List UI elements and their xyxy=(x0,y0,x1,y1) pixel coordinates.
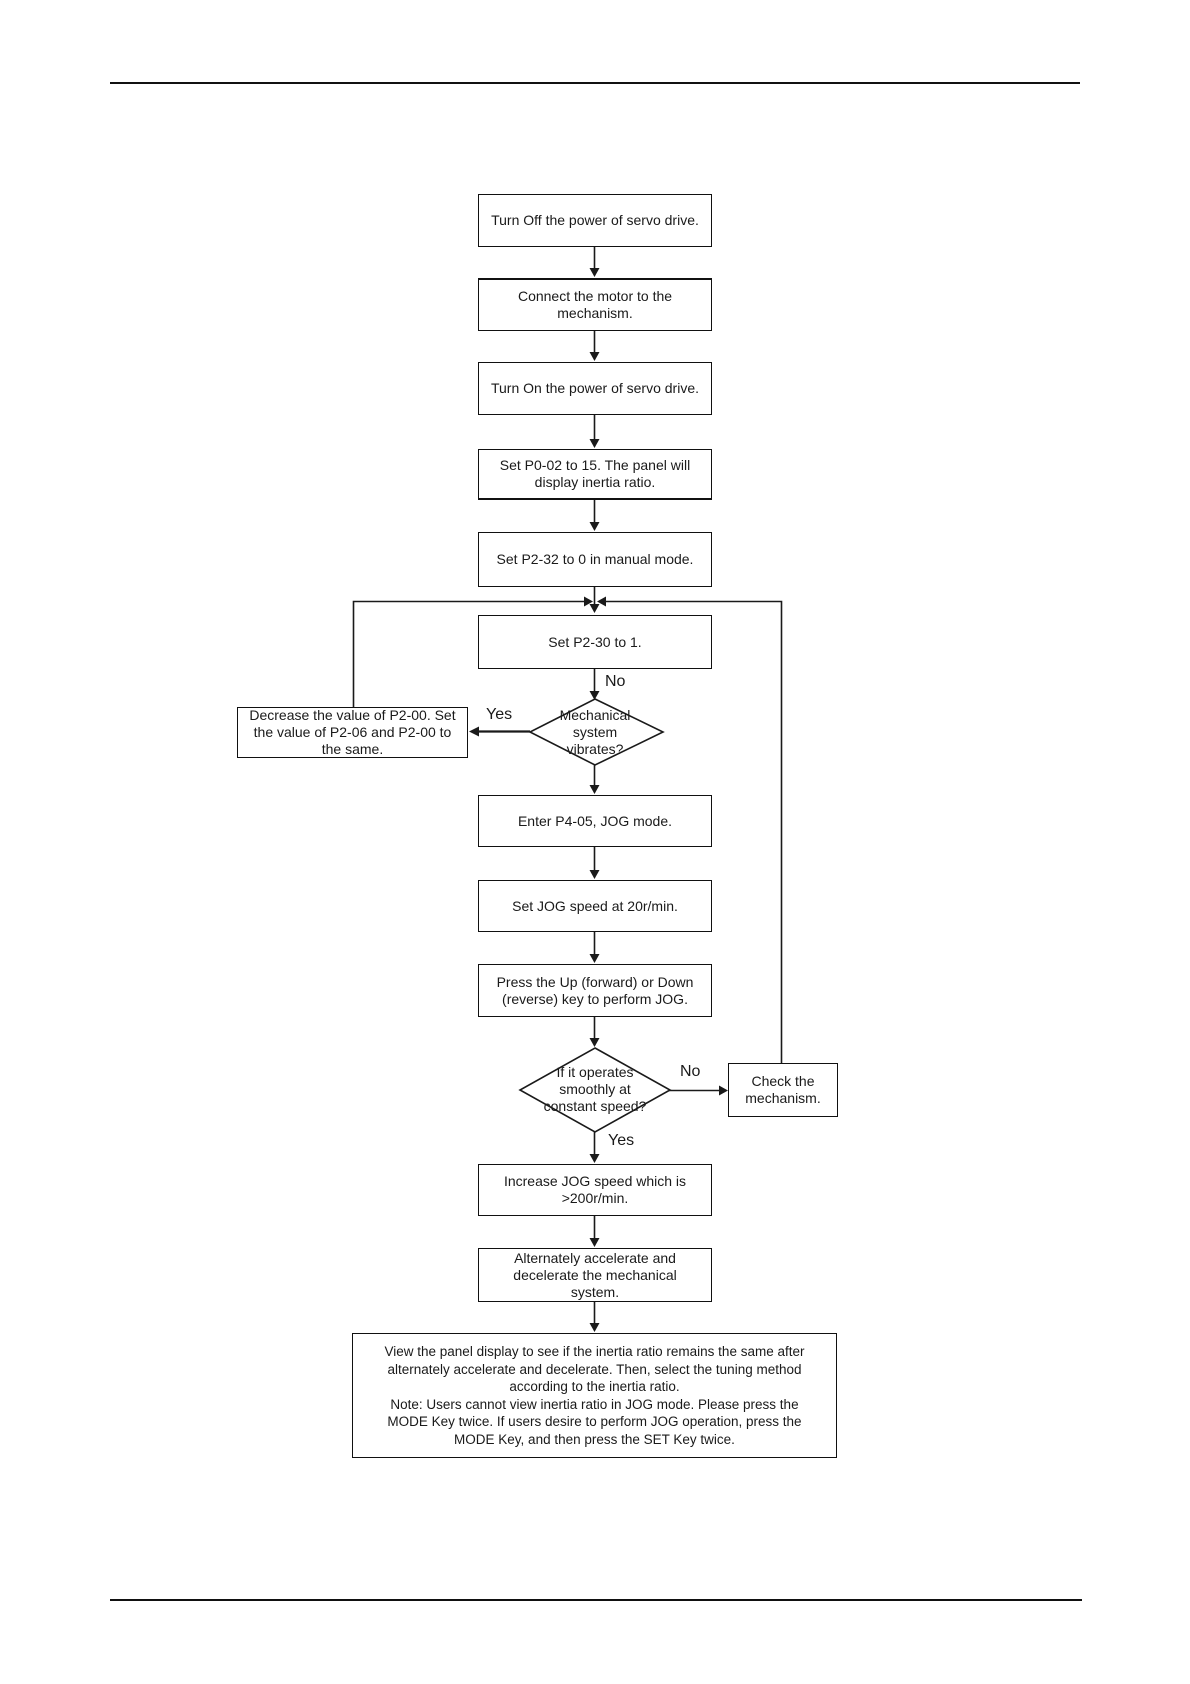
flow-step-turn-off-power: Turn Off the power of servo drive. xyxy=(478,194,712,247)
branch-label-yes-smooth: Yes xyxy=(608,1132,635,1149)
decision-smooth-label: If it operates smoothly at constant spee… xyxy=(543,1064,647,1114)
flow-step-press-keys: Press the Up (forward) or Down (reverse)… xyxy=(478,964,712,1017)
flow-arrowheads xyxy=(469,268,728,1332)
flow-step-check-mechanism: Check the mechanism. xyxy=(728,1063,838,1117)
flow-step-decrease-p2-00: Decrease the value of P2-00. Set the val… xyxy=(237,707,468,758)
decision-vibrates-label: Mechanical system vibrates? xyxy=(559,707,631,757)
branch-label-yes-vibrates: Yes xyxy=(486,706,513,723)
footer-rule xyxy=(110,1599,1082,1601)
flow-step-connect-motor: Connect the motor to the mechanism. xyxy=(478,278,712,331)
flow-step-enter-p4-05: Enter P4-05, JOG mode. xyxy=(478,795,712,847)
branch-label-no-smooth: No xyxy=(680,1063,701,1080)
flow-step-set-p2-32: Set P2-32 to 0 in manual mode. xyxy=(478,532,712,587)
flow-step-set-p2-30: Set P2-30 to 1. xyxy=(478,615,712,669)
flow-step-turn-on-power: Turn On the power of servo drive. xyxy=(478,362,712,415)
flow-step-set-jog-speed: Set JOG speed at 20r/min. xyxy=(478,880,712,932)
flow-step-alternate-accel: Alternately accelerate and decelerate th… xyxy=(478,1248,712,1302)
branch-label-no-vibrates: No xyxy=(605,673,626,690)
flow-step-increase-jog-speed: Increase JOG speed which is >200r/min. xyxy=(478,1164,712,1216)
flow-step-set-p0-02: Set P0-02 to 15. The panel will display … xyxy=(478,449,712,500)
flow-step-view-panel-note: View the panel display to see if the ine… xyxy=(352,1333,837,1458)
flow-arrows xyxy=(352,247,783,1325)
header-rule xyxy=(110,82,1080,84)
